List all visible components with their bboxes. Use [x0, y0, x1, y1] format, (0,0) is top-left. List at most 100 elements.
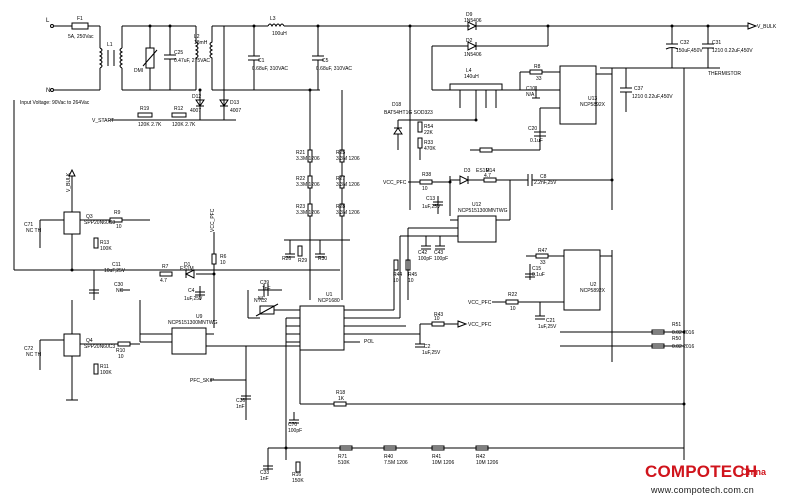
r10-value: 10 [118, 354, 124, 360]
r28-label: R28 [336, 204, 345, 210]
r12-label: R12 [174, 106, 183, 112]
l3-inductor [267, 23, 285, 28]
r47-value: 33 [540, 260, 546, 266]
ic-u13 [559, 65, 597, 125]
d18-value: BAT54HT1G SOD323 [384, 110, 433, 116]
net-neutral-label: N [46, 88, 50, 94]
q4-value: SPP20N60C3 [84, 344, 115, 350]
r7-value: 4.7 [160, 278, 167, 284]
resistor-r54 [417, 121, 423, 133]
r22-value: 3.3M 1206 [296, 182, 320, 188]
r21-label: R21 [296, 150, 305, 156]
l2-value: 18mH [194, 40, 208, 46]
resistor-r47 [535, 253, 549, 259]
resistor-r45 [405, 259, 411, 271]
r10-label: R10 [116, 348, 125, 354]
c43-value: 100pF [434, 256, 448, 262]
ntc2-label: NTC2 [254, 298, 267, 304]
r13-value: 100K [100, 246, 112, 252]
q4-label: Q4 [86, 338, 93, 344]
c39-label: C39 [260, 280, 269, 286]
r41-label: R41 [432, 454, 441, 460]
r42-label: R42 [476, 454, 485, 460]
resistor-r12 [171, 112, 187, 118]
c11-label: C11 [112, 262, 121, 268]
r12-value: 120K 2.7K [172, 122, 196, 128]
r25-label: R25 [336, 150, 345, 156]
c20-value: 0.1uF [530, 138, 543, 144]
c13-label: C13 [426, 196, 435, 202]
r25-value: 3.3M 1206 [336, 156, 360, 162]
ic-u1 [299, 305, 345, 351]
c71-value: NC TH [26, 228, 42, 234]
diode-d1 [184, 269, 195, 279]
l1-winding-b [119, 26, 124, 90]
r19-value: 120K 2.7K [138, 122, 162, 128]
c15-value: 0.1uF [532, 272, 545, 278]
ic-u9 [171, 327, 207, 355]
r54-value: 22K [424, 130, 434, 136]
diode-d9 [467, 21, 478, 31]
l4-value: 140uH [464, 74, 479, 80]
r22b-value: 10 [510, 306, 516, 312]
lower-driver: VCC_PFC R6 10 C11 10uF,25V C30 NC R7 4.7… [89, 208, 300, 355]
net-line-label: L [46, 18, 50, 24]
d3-label: D3 [464, 168, 471, 174]
l2-label: L2 [194, 34, 200, 40]
r45-value: 10 [408, 278, 414, 284]
u9-label: U9 [196, 314, 203, 320]
u13-label: U13 [588, 96, 597, 102]
net-vstart-label: V_START [92, 118, 114, 124]
c70-label: C70 [288, 422, 297, 428]
resistor-r6 [211, 253, 217, 265]
resistor-r19 [137, 112, 153, 118]
net-vccpfc-label-1: VCC_PFC [383, 180, 407, 186]
c37-label: C37 [634, 86, 643, 92]
c11-value: 10uF,25V [104, 268, 126, 274]
c33-value: 1nF [260, 476, 269, 482]
u9-value: NCP5151300MNTWG [168, 320, 218, 326]
r43-value: 10 [434, 316, 440, 322]
r33-value: 470K [424, 146, 436, 152]
net-vbulk-label: V_BULK [757, 24, 777, 30]
c4-label: C4 [188, 288, 195, 294]
d2-value: 1N5406 [464, 52, 482, 58]
c70-value: 100pF [288, 428, 302, 434]
r51-label: R51 [672, 322, 681, 328]
r22b-label: R22 [508, 292, 517, 298]
resistor-r16 [295, 461, 301, 473]
r50-label: R50 [672, 336, 681, 342]
c42-label: C42 [418, 250, 427, 256]
r41-value: 10M 1206 [432, 460, 454, 466]
r16-value: 150K [292, 478, 304, 484]
c21-value: 1uF,25V [538, 324, 557, 330]
d13-label: D13 [230, 100, 239, 106]
diode-d3 [459, 175, 470, 185]
r44-label: R44 [393, 272, 402, 278]
input-voltage-note: Input Voltage: 90Vac to 264Vac [20, 100, 90, 106]
mosfet-q3-section: V_BULK Q3 SPP20N60C3 C71 NC TH R9 10 R13… [13, 100, 340, 271]
r8-value: 33 [536, 76, 542, 82]
r71-value: 510K [338, 460, 350, 466]
net-vccpfc-label-3: VCC_PFC [468, 322, 492, 328]
r16-label: R16 [292, 472, 301, 478]
c5-label: C5 [322, 58, 329, 64]
c43-label: C43 [434, 250, 443, 256]
u12-label: U12 [472, 202, 481, 208]
c36-value: 1nF [236, 404, 245, 410]
d1-label: D1 [184, 262, 191, 268]
resistor-r33 [417, 137, 423, 149]
r22-label: R22 [296, 176, 305, 182]
l3-value: 100uH [272, 31, 287, 37]
u12-value: NCP5151300MNTWG [458, 208, 508, 214]
ntc-label: THERMISTOR [708, 71, 741, 77]
c72-label: C72 [24, 346, 33, 352]
u2-value: NCP5892X [580, 288, 606, 294]
d9-value: 1N5406 [464, 18, 482, 24]
r11-value: 100K [100, 370, 112, 376]
c36-label: C36 [236, 398, 245, 404]
l2-winding-b [209, 26, 214, 90]
bottom-section: PFC_SKIP C36 1nF R18 1K C70 100pF C33 1n… [190, 318, 684, 484]
c25-label: C25 [174, 50, 183, 56]
mosfet-q3 [63, 211, 81, 235]
